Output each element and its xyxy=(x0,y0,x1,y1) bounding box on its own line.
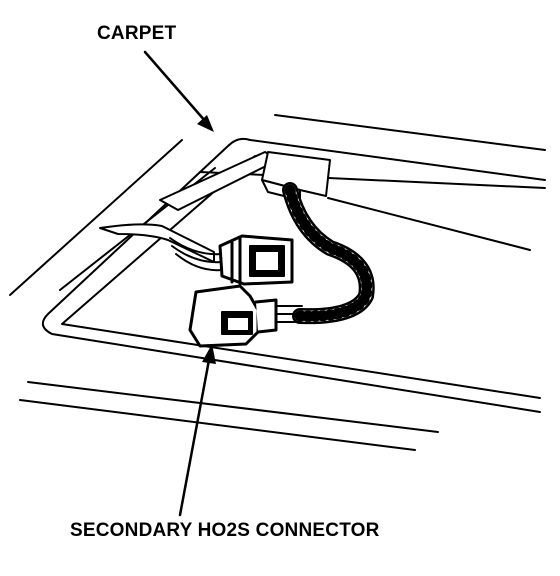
secondary-ho2s-connector xyxy=(188,284,303,348)
secondary-ho2s-connector-label: SECONDARY HO2S CONNECTOR xyxy=(70,520,380,541)
access-opening xyxy=(41,137,546,413)
connector-arrow xyxy=(178,344,216,517)
carpet-arrow xyxy=(143,50,214,132)
wire-harness xyxy=(169,182,375,325)
carpet-label: CARPET xyxy=(97,23,177,44)
upper-connector xyxy=(218,234,294,286)
carpet-outline xyxy=(9,114,546,451)
